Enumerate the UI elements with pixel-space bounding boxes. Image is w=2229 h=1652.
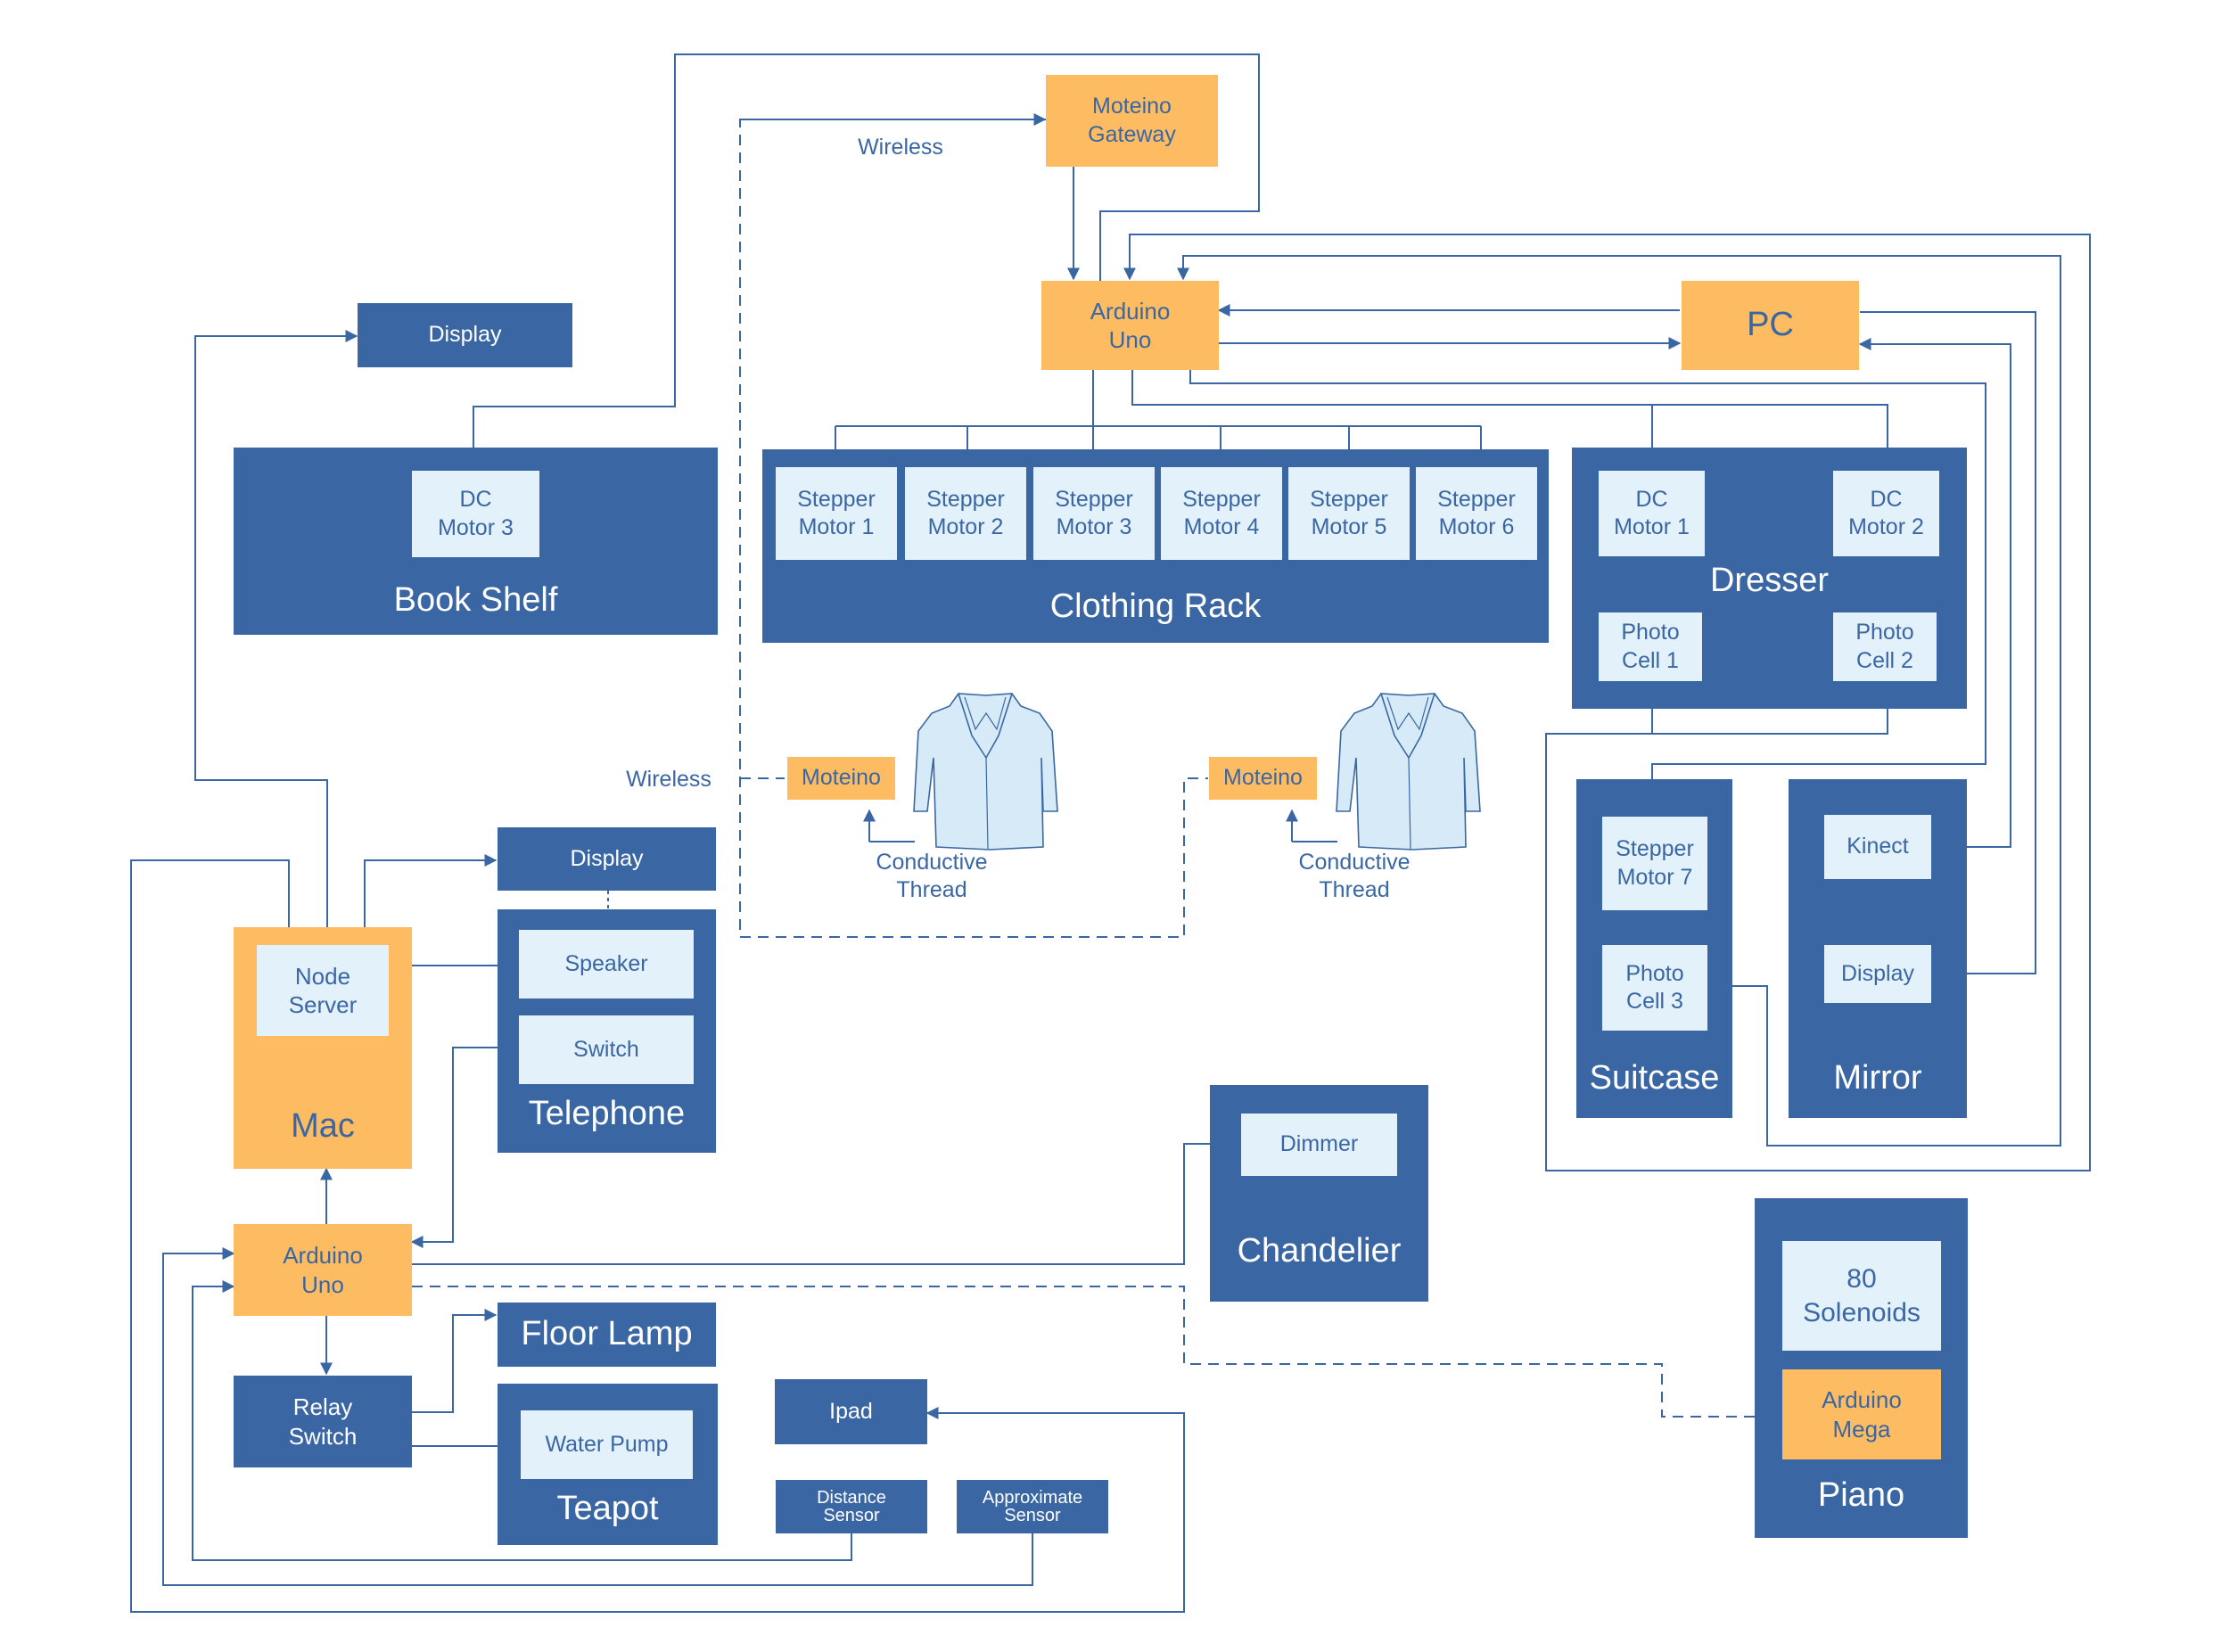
chandelier: Dimmer Chandelier	[1210, 1085, 1428, 1302]
suitcase-label: Suitcase	[1589, 1059, 1720, 1097]
moteino-gateway-label: Moteino Gateway	[1088, 94, 1176, 147]
water-pump[interactable]: Water Pump	[521, 1410, 693, 1479]
telephone-label: Telephone	[528, 1095, 686, 1132]
photo-cell-3[interactable]: Photo Cell 3	[1602, 945, 1707, 1031]
stepper-motor-5[interactable]: Stepper Motor 5	[1288, 467, 1410, 560]
arduino-uno-top-label: Arduino Uno	[1090, 297, 1171, 354]
arduino-uno-bottom-label: Arduino Uno	[283, 1242, 363, 1298]
node-server-label: Node Server	[288, 962, 358, 1019]
telephone: Speaker Switch Telephone	[498, 909, 716, 1153]
dc-motor-2[interactable]: DC Motor 2	[1833, 471, 1939, 556]
dimmer[interactable]: Dimmer	[1241, 1114, 1397, 1176]
stepper-motor-7[interactable]: Stepper Motor 7	[1602, 817, 1707, 910]
mirror-display[interactable]: Display	[1824, 945, 1931, 1003]
pc[interactable]: PC	[1682, 281, 1859, 370]
distance-sensor[interactable]: Distance Sensor	[776, 1480, 927, 1533]
dc-motor-1-label: DC Motor 1	[1614, 486, 1690, 539]
ipad[interactable]: Ipad	[775, 1379, 927, 1444]
speaker-label: Speaker	[564, 950, 648, 976]
relay-switch-label: Relay Switch	[288, 1393, 358, 1450]
stepper-motor-1[interactable]: Stepper Motor 1	[776, 467, 897, 560]
conductive-thread-right-label: Conductive Thread	[1298, 850, 1411, 903]
water-pump-label: Water Pump	[545, 1431, 669, 1457]
stepper-motor-3[interactable]: Stepper Motor 3	[1033, 467, 1155, 560]
stepper-motor-5-label: Stepper Motor 5	[1310, 486, 1388, 539]
dc-motor-3-label: DC Motor 3	[438, 487, 514, 540]
dc-motor-3[interactable]: DC Motor 3	[412, 471, 539, 557]
moteino-left[interactable]: Moteino	[787, 757, 895, 800]
mirror-display-label: Display	[1841, 960, 1914, 986]
arduino-uno-top[interactable]: Arduino Uno	[1041, 281, 1219, 370]
piano: 80 Solenoids Arduino Mega Piano	[1755, 1198, 1968, 1538]
stepper-motor-1-label: Stepper Motor 1	[797, 486, 876, 539]
switch[interactable]: Switch	[519, 1015, 694, 1084]
ipad-label: Ipad	[829, 1398, 873, 1424]
arduino-mega[interactable]: Arduino Mega	[1782, 1369, 1941, 1459]
moteino-right[interactable]: Moteino	[1209, 757, 1317, 800]
photo-cell-1[interactable]: Photo Cell 1	[1599, 612, 1702, 681]
display-phone-label: Display	[570, 845, 644, 871]
moteino-gateway[interactable]: Moteino Gateway	[1046, 75, 1218, 167]
relay-switch[interactable]: Relay Switch	[234, 1376, 412, 1467]
teapot-label: Teapot	[556, 1490, 659, 1527]
mirror: Kinect Display Mirror	[1789, 779, 1967, 1118]
dc-motor-2-label: DC Motor 2	[1848, 486, 1924, 539]
moteino-left-label: Moteino	[802, 765, 881, 791]
arduino-mega-label: Arduino Mega	[1822, 1386, 1902, 1442]
approximate-sensor-label: Approximate Sensor	[982, 1488, 1083, 1525]
photo-cell-2[interactable]: Photo Cell 2	[1833, 612, 1937, 681]
stepper-motor-4-label: Stepper Motor 4	[1182, 486, 1261, 539]
dc-motor-1[interactable]: DC Motor 1	[1599, 471, 1705, 556]
wireless-label-top: Wireless	[858, 135, 943, 160]
kinect-label: Kinect	[1847, 834, 1909, 859]
dimmer-label: Dimmer	[1279, 1131, 1359, 1157]
moteino-right-label: Moteino	[1223, 765, 1303, 791]
solenoids[interactable]: 80 Solenoids	[1782, 1241, 1941, 1351]
stepper-motor-2[interactable]: Stepper Motor 2	[905, 467, 1026, 560]
dresser: Dresser DC Motor 1 DC Motor 2 Photo Cell…	[1572, 448, 1967, 709]
display-top[interactable]: Display	[358, 303, 572, 367]
arduino-uno-bottom[interactable]: Arduino Uno	[234, 1224, 412, 1316]
stepper-motor-2-label: Stepper Motor 2	[926, 486, 1005, 539]
clothing-rack-label: Clothing Rack	[1049, 588, 1262, 625]
mac-label: Mac	[291, 1107, 355, 1145]
stepper-motor-6[interactable]: Stepper Motor 6	[1416, 467, 1537, 560]
pc-label: PC	[1747, 306, 1794, 344]
teapot: Water Pump Teapot	[498, 1384, 718, 1545]
floor-lamp-label: Floor Lamp	[521, 1315, 693, 1353]
photo-cell-2-label: Photo Cell 2	[1855, 620, 1914, 673]
distance-sensor-label: Distance Sensor	[817, 1488, 886, 1525]
chandelier-label: Chandelier	[1237, 1232, 1402, 1270]
mirror-label: Mirror	[1833, 1059, 1922, 1097]
stepper-motor-7-label: Stepper Motor 7	[1616, 836, 1694, 890]
mac: Node Server Mac	[234, 927, 412, 1169]
display-top-label: Display	[428, 322, 502, 348]
approximate-sensor[interactable]: Approximate Sensor	[957, 1480, 1108, 1533]
piano-label: Piano	[1817, 1476, 1905, 1514]
dresser-label: Dresser	[1709, 562, 1830, 599]
kinect[interactable]: Kinect	[1824, 815, 1931, 879]
book-shelf-label: Book Shelf	[393, 581, 558, 619]
photo-cell-1-label: Photo Cell 1	[1621, 620, 1680, 673]
node-server[interactable]: Node Server	[257, 945, 389, 1036]
display-phone[interactable]: Display	[498, 827, 716, 891]
wireless-label-left: Wireless	[626, 767, 711, 792]
suitcase: Stepper Motor 7 Photo Cell 3 Suitcase	[1576, 779, 1732, 1118]
stepper-motor-3-label: Stepper Motor 3	[1055, 486, 1133, 539]
solenoids-label: 80 Solenoids	[1803, 1264, 1921, 1327]
stepper-motor-4[interactable]: Stepper Motor 4	[1161, 467, 1282, 560]
photo-cell-3-label: Photo Cell 3	[1625, 960, 1684, 1014]
jacket-icon	[913, 693, 1058, 851]
book-shelf: DC Motor 3 Book Shelf	[234, 448, 718, 635]
speaker[interactable]: Speaker	[519, 930, 694, 999]
switch-label: Switch	[573, 1036, 639, 1062]
stepper-motor-6-label: Stepper Motor 6	[1437, 486, 1516, 539]
jacket-icon	[1336, 693, 1481, 851]
floor-lamp[interactable]: Floor Lamp	[498, 1303, 716, 1367]
conductive-thread-left-label: Conductive Thread	[876, 850, 988, 903]
